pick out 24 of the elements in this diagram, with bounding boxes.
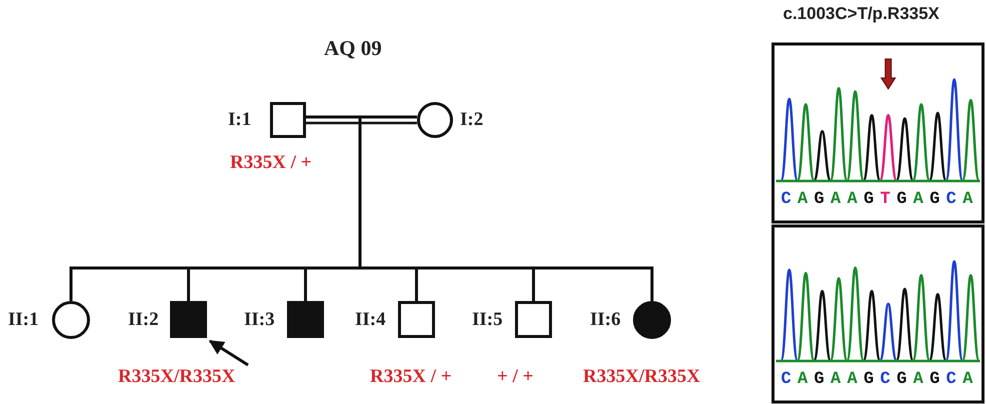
- proband-arrow: [208, 340, 249, 366]
- female-symbol: [52, 301, 90, 339]
- genotype-label: R335X / +: [370, 366, 452, 388]
- female-symbol: [417, 102, 453, 138]
- mutation-label: c.1003C>T/p.R335X: [783, 4, 940, 24]
- genotype-label: R335X / +: [230, 152, 312, 174]
- genotype-label: R335X/R335X: [118, 366, 236, 388]
- pedigree-title: AQ 09: [324, 36, 382, 61]
- individual-label: II:2: [128, 309, 159, 331]
- individual-label: II:6: [590, 309, 621, 331]
- affected-male-symbol: [287, 301, 324, 338]
- individual-label: I:2: [460, 109, 484, 131]
- individual-label: II:1: [8, 309, 39, 331]
- genotype-label: + / +: [497, 366, 534, 388]
- male-symbol: [398, 301, 435, 338]
- male-symbol: [515, 301, 552, 338]
- affected-female-symbol: [633, 301, 671, 339]
- individual-label: II:4: [355, 309, 386, 331]
- male-symbol: [270, 102, 306, 138]
- individual-label: II:3: [244, 309, 275, 331]
- affected-male-symbol: [170, 301, 207, 338]
- genotype-label: R335X/R335X: [583, 366, 700, 388]
- individual-label: II:5: [472, 309, 503, 331]
- individual-label: I:1: [228, 109, 252, 131]
